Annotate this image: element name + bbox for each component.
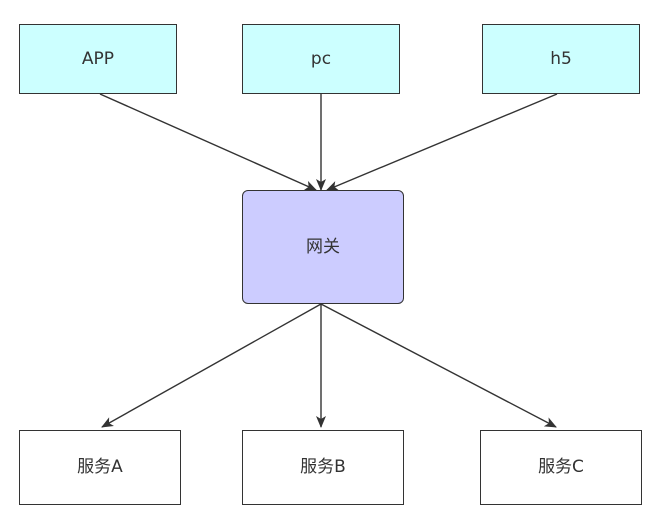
- arrow-h5-to-gateway: [326, 93, 558, 191]
- arrow-gateway-to-service-c: [320, 303, 557, 428]
- client-node-label: h5: [550, 48, 572, 69]
- client-node-app: APP: [19, 24, 177, 94]
- service-node-label: 服务B: [300, 457, 346, 477]
- client-node-h5: h5: [482, 24, 640, 94]
- arrow-gateway-to-service-a: [101, 303, 322, 428]
- arrow-app-to-gateway: [99, 93, 317, 191]
- gateway-node-label: 网关: [306, 236, 340, 257]
- service-node-label: 服务C: [538, 457, 584, 477]
- service-node-a: 服务A: [19, 430, 181, 505]
- service-node-b: 服务B: [242, 430, 404, 505]
- client-node-pc: pc: [242, 24, 400, 94]
- client-node-label: pc: [310, 48, 332, 69]
- service-node-c: 服务C: [480, 430, 642, 505]
- service-node-label: 服务A: [77, 457, 123, 477]
- client-node-label: APP: [81, 48, 115, 69]
- gateway-node: 网关: [242, 190, 404, 304]
